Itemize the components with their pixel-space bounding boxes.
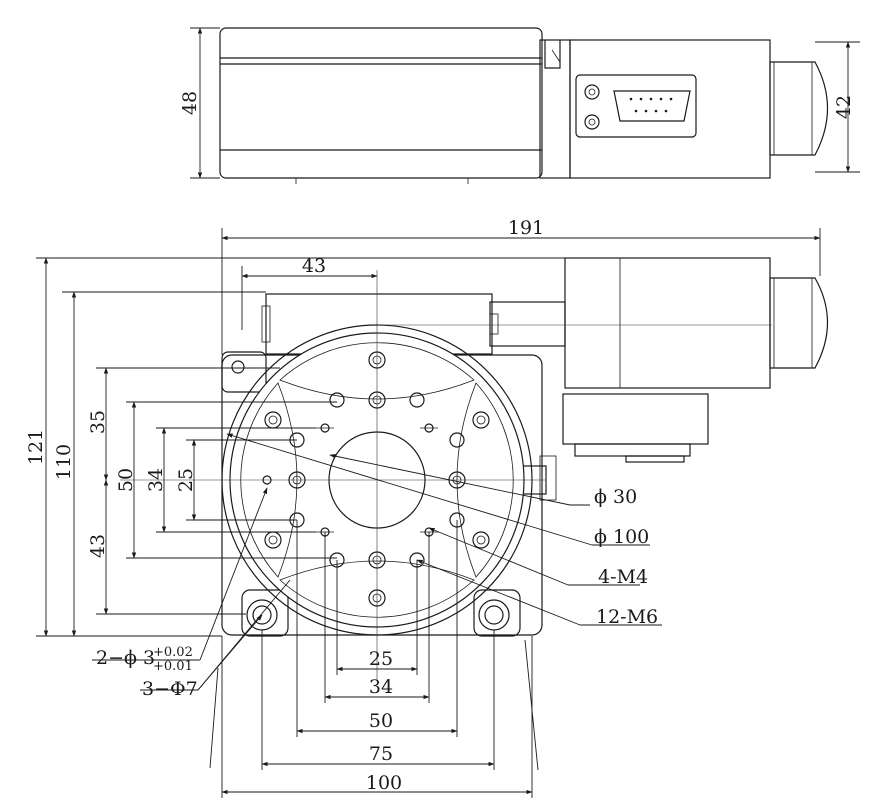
dim-25-bottom: 25 bbox=[369, 648, 393, 670]
dim-43-left: 43 bbox=[87, 534, 109, 558]
dim-75-bottom: 75 bbox=[369, 743, 393, 765]
callout-phi100: ϕ 100 bbox=[594, 526, 649, 548]
dim-100-bottom: 100 bbox=[366, 772, 402, 794]
dim-25-left: 25 bbox=[175, 468, 197, 492]
m6-holes bbox=[264, 351, 490, 607]
dim-34-bottom: 34 bbox=[369, 676, 393, 698]
dim-42: 42 bbox=[833, 95, 855, 119]
dim-50-left: 50 bbox=[115, 468, 137, 492]
callout-pin-holes: 2−ϕ 3 bbox=[96, 647, 155, 669]
dim-34-left: 34 bbox=[145, 468, 167, 492]
callouts: ϕ 30 ϕ 100 4-M4 12-M6 2−ϕ 3 +0.02 +0.01 … bbox=[92, 433, 662, 769]
pin-tolerance-upper: +0.02 bbox=[153, 645, 193, 660]
dim-35: 35 bbox=[87, 410, 109, 434]
d-sub-pins bbox=[629, 97, 673, 113]
callout-phi30: ϕ 30 bbox=[594, 486, 637, 508]
dim-50-bottom: 50 bbox=[369, 710, 393, 732]
plan-dimensions: 191 43 121 110 35 43 50 34 bbox=[25, 217, 821, 798]
callout-12m6: 12-M6 bbox=[596, 606, 658, 628]
callout-4m4: 4-M4 bbox=[598, 566, 648, 588]
side-view: 48 42 bbox=[179, 27, 860, 184]
dim-191: 191 bbox=[508, 217, 544, 239]
dim-110: 110 bbox=[53, 444, 75, 480]
callout-mount-holes: 3−Φ7 bbox=[142, 678, 198, 700]
dim-48: 48 bbox=[179, 91, 201, 115]
pin-tolerance-lower: +0.01 bbox=[153, 659, 193, 674]
plan-view bbox=[120, 257, 829, 680]
pin-hole bbox=[262, 475, 272, 485]
dim-121: 121 bbox=[25, 429, 47, 465]
dim-43-top: 43 bbox=[302, 255, 326, 277]
